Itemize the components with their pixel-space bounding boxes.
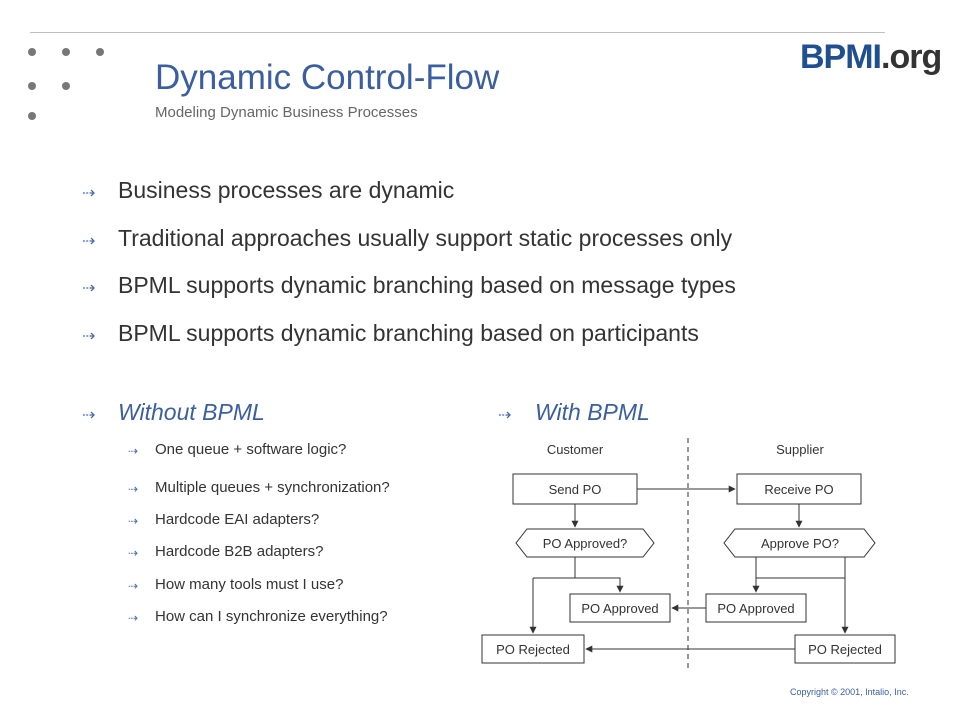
bullet-item: Traditional approaches usually support s… xyxy=(118,225,733,251)
po-rejected-right-label: PO Rejected xyxy=(808,642,882,657)
decor-dot xyxy=(96,48,104,56)
bullet-item: BPML supports dynamic branching based on… xyxy=(118,320,699,346)
send-po-label: Send PO xyxy=(549,482,602,497)
po-rejected-left-label: PO Rejected xyxy=(496,642,570,657)
without-item: Hardcode EAI adapters? xyxy=(155,511,320,528)
bullet-item: BPML supports dynamic branching based on… xyxy=(118,272,736,298)
without-item: Hardcode B2B adapters? xyxy=(155,543,324,560)
po-approved-decision xyxy=(515,528,655,558)
po-approved-right-box xyxy=(705,593,807,623)
po-approved-left-label: PO Approved xyxy=(581,601,658,616)
with-bpml-heading: With BPML xyxy=(535,399,650,425)
top-rule xyxy=(30,32,885,33)
bullet-arrow-icon: ⇢ xyxy=(82,233,96,250)
decor-dot xyxy=(28,112,36,120)
without-item: How can I synchronize everything? xyxy=(155,608,388,625)
sub-bullet-arrow-icon: ⇢ xyxy=(128,579,139,593)
decor-dot xyxy=(28,82,36,90)
receive-po-label: Receive PO xyxy=(764,482,833,497)
page-title: Dynamic Control-Flow xyxy=(155,58,500,97)
decor-dot xyxy=(28,48,36,56)
without-item: One queue + software logic? xyxy=(155,441,347,458)
approve-po-decision-label: Approve PO? xyxy=(761,536,839,551)
bullet-arrow-icon: ⇢ xyxy=(82,407,96,424)
decor-dot xyxy=(62,82,70,90)
po-approved-left-box xyxy=(569,593,671,623)
bullet-arrow-icon: ⇢ xyxy=(82,328,96,345)
sub-bullet-arrow-icon: ⇢ xyxy=(128,611,139,625)
lane-customer-label: Customer xyxy=(547,442,604,457)
lane-supplier-label: Supplier xyxy=(776,442,824,457)
send-po-box xyxy=(512,473,638,505)
bullet-arrow-icon: ⇢ xyxy=(82,185,96,202)
po-rejected-left-box xyxy=(481,634,585,664)
without-item: Multiple queues + synchronization? xyxy=(155,479,390,496)
without-item: How many tools must I use? xyxy=(155,576,344,593)
logo-main: BPMI xyxy=(800,38,882,76)
po-approved-right-label: PO Approved xyxy=(717,601,794,616)
without-bpml-heading: Without BPML xyxy=(118,399,265,425)
sub-bullet-arrow-icon: ⇢ xyxy=(128,514,139,528)
approve-po-decision xyxy=(723,528,876,558)
copyright-footer: Copyright © 2001, Intalio, Inc. xyxy=(790,687,909,697)
sub-bullet-arrow-icon: ⇢ xyxy=(128,444,139,458)
arrow-decision-split xyxy=(574,557,624,593)
bullet-arrow-icon: ⇢ xyxy=(82,280,96,297)
logo-suffix: .org xyxy=(881,38,942,76)
bpmi-logo: BPMI.org xyxy=(800,38,942,77)
sub-bullet-arrow-icon: ⇢ xyxy=(128,482,139,496)
po-approved-decision-label: PO Approved? xyxy=(543,536,628,551)
decor-dot xyxy=(62,48,70,56)
po-rejected-right-box xyxy=(794,634,896,664)
sub-bullet-arrow-icon: ⇢ xyxy=(128,546,139,560)
bullet-arrow-icon: ⇢ xyxy=(498,407,512,424)
bullet-item: Business processes are dynamic xyxy=(118,177,455,203)
receive-po-box xyxy=(736,473,862,505)
page-subtitle: Modeling Dynamic Business Processes xyxy=(155,104,418,121)
